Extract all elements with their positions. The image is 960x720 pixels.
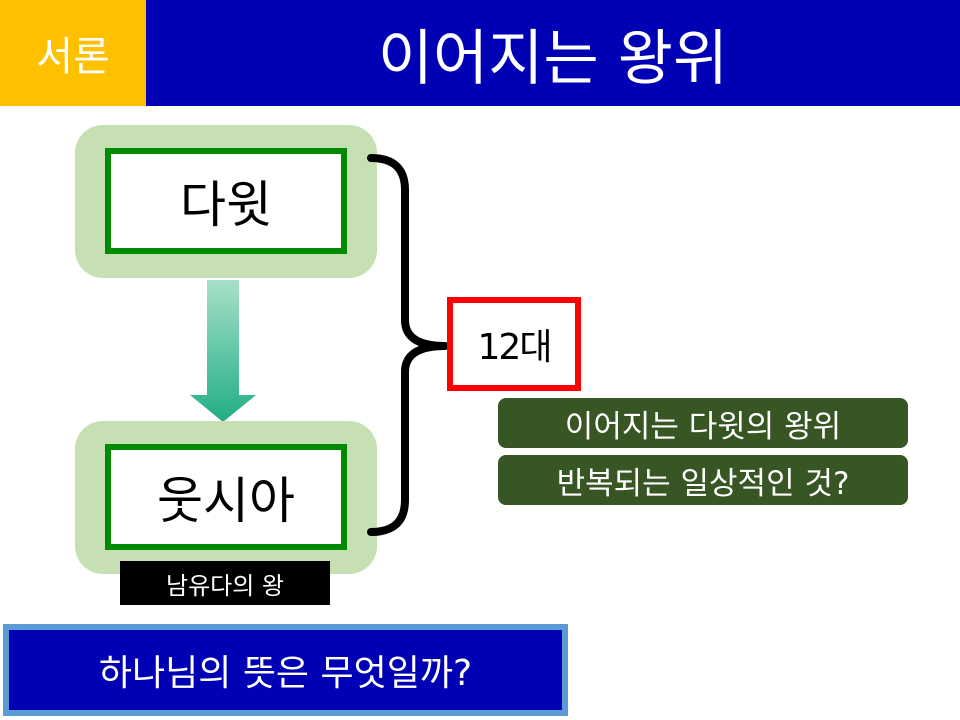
bottom-box-label: 웃시아	[105, 444, 347, 550]
bracket-icon	[367, 154, 449, 536]
section-badge: 서론	[0, 0, 146, 106]
note-routine-question: 반복되는 일상적인 것?	[498, 455, 908, 505]
note-continuing-throne: 이어지는 다윗의 왕위	[498, 398, 908, 448]
page-title: 이어지는 왕위	[146, 0, 960, 106]
main-question: 하나님의 뜻은 무엇일까?	[3, 624, 568, 716]
generation-count-box: 12대	[447, 297, 581, 391]
top-box-label: 다윗	[105, 148, 347, 254]
down-arrow-icon	[190, 280, 256, 422]
bottom-box-caption: 남유다의 왕	[120, 561, 330, 605]
